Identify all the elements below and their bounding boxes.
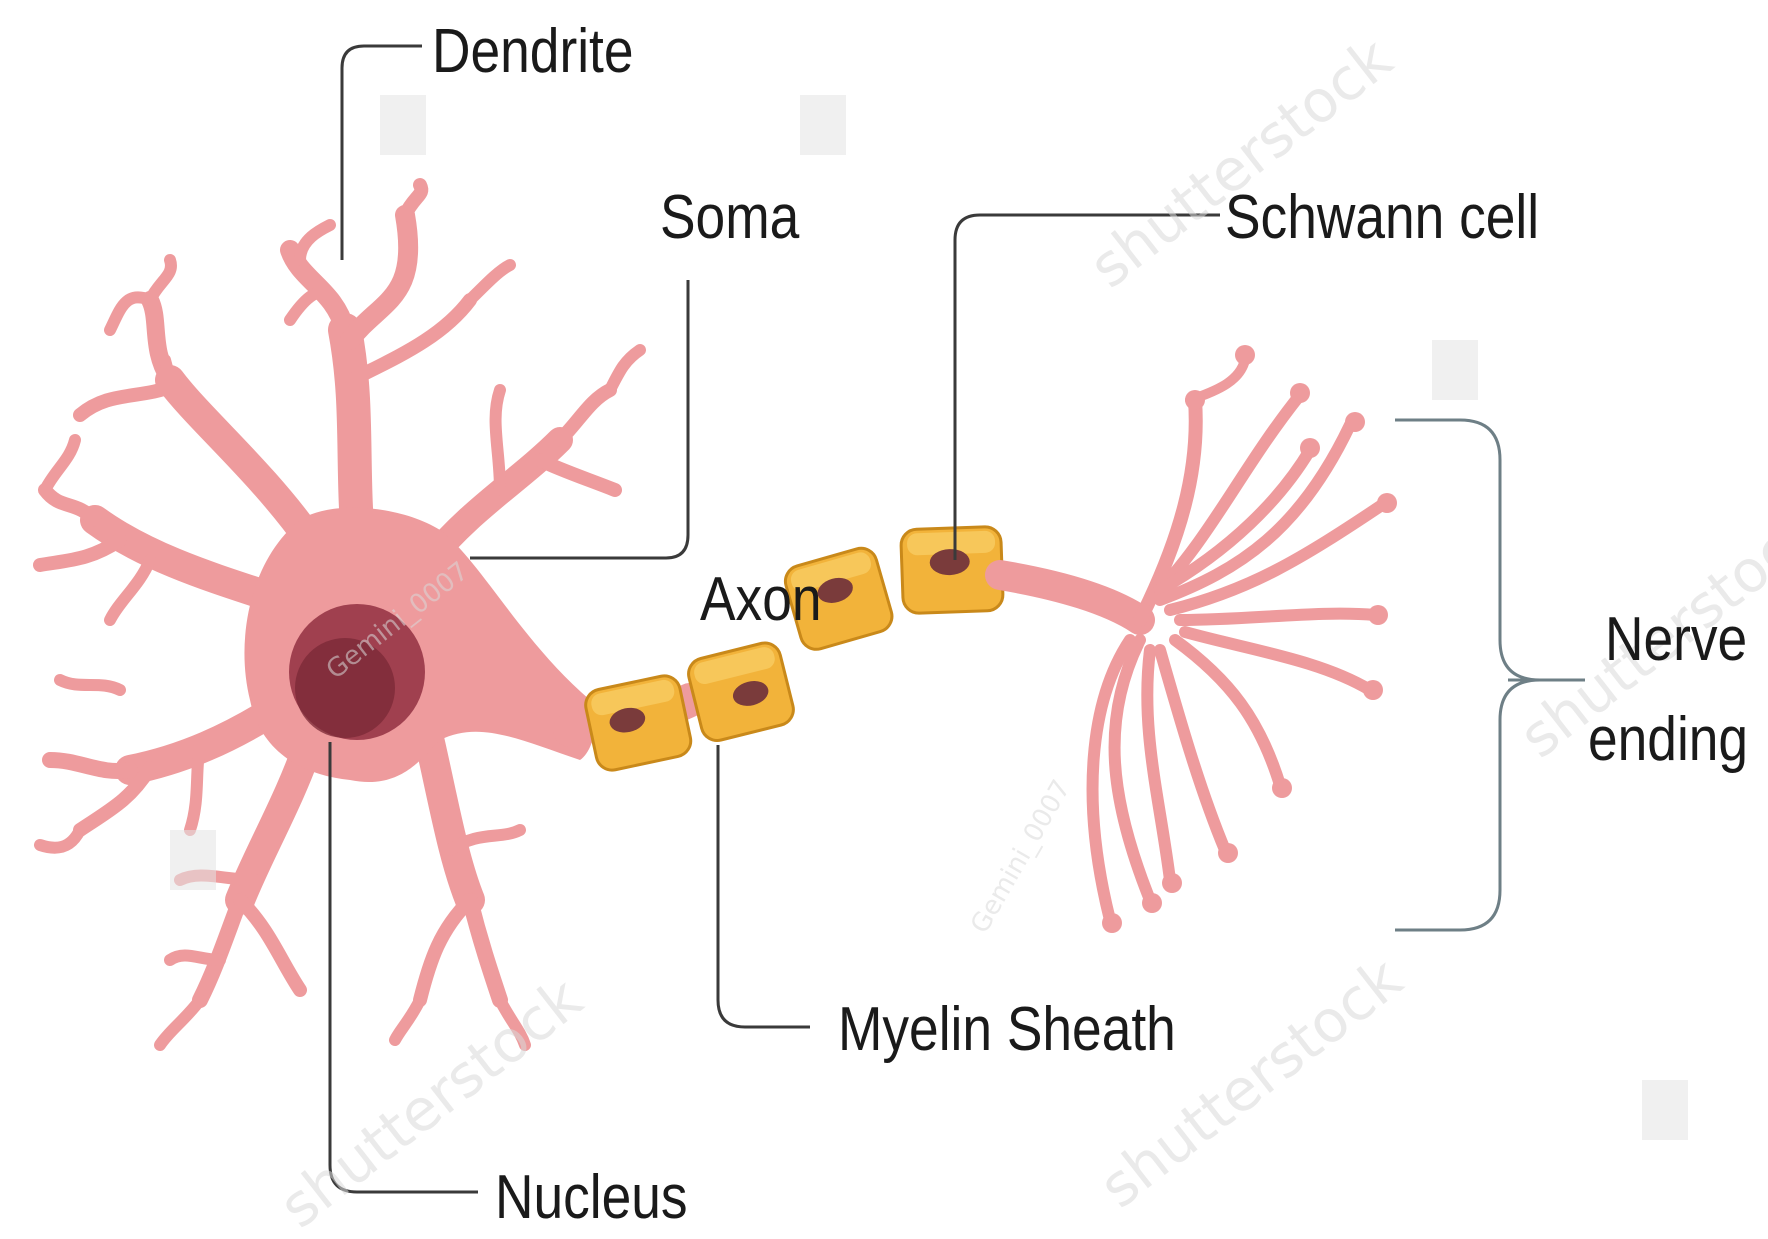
- watermark-text: Gemini_0007: [965, 775, 1077, 939]
- neuron-cell: [40, 185, 690, 1045]
- watermark-text: shutterstock: [1077, 24, 1405, 301]
- label-nerve-ending-line1: Nerve: [1605, 605, 1747, 674]
- label-nucleus: Nucleus: [495, 1163, 688, 1232]
- schwann-cell-2: [685, 640, 797, 744]
- label-dendrite: Dendrite: [432, 17, 634, 86]
- label-soma: Soma: [660, 183, 800, 252]
- myelin-sheath-cells: [583, 526, 1004, 773]
- watermark-text: shutterstock: [1087, 944, 1415, 1221]
- schwann-cell-1: [583, 673, 694, 773]
- watermark-mark: [800, 95, 846, 155]
- label-axon: Axon: [700, 565, 822, 634]
- axon-terminal: [1000, 345, 1397, 933]
- watermark-mark: [170, 830, 216, 890]
- watermark-mark: [1432, 340, 1478, 400]
- label-myelin-sheath: Myelin Sheath: [838, 995, 1176, 1064]
- watermark-mark: [380, 95, 426, 155]
- myelin-sheath-leader: [718, 745, 810, 1027]
- watermark-mark: [1642, 1080, 1688, 1140]
- nerve-ending-bracket: [1395, 420, 1540, 930]
- label-schwann-cell: Schwann cell: [1225, 183, 1539, 252]
- labels: Dendrite Soma Schwann cell Axon Nerve en…: [432, 17, 1748, 1232]
- label-nerve-ending-line2: ending: [1588, 705, 1748, 774]
